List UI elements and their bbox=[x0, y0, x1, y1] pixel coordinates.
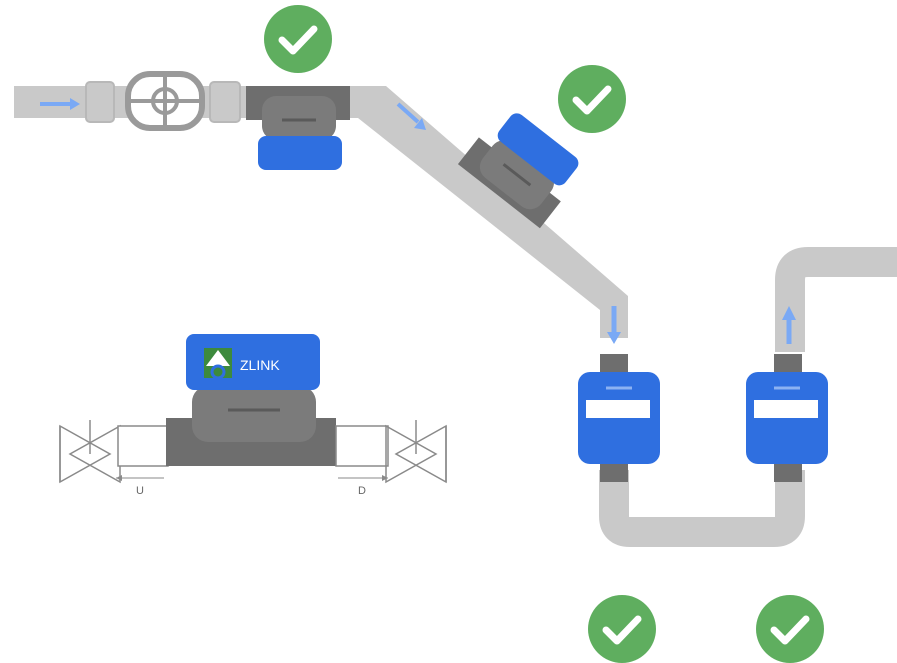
vertical-water-meter-left bbox=[578, 372, 660, 464]
u-bend-pipe bbox=[599, 470, 805, 547]
upstream-label: U bbox=[136, 485, 144, 497]
check-circle-icon bbox=[264, 5, 332, 73]
detail-meter-face bbox=[192, 386, 316, 442]
flow-arrow-icon bbox=[782, 306, 796, 344]
horizontal-water-meter bbox=[246, 86, 350, 170]
diagonal-pipe bbox=[358, 86, 628, 338]
downstream-straight-pipe bbox=[335, 425, 389, 467]
upstream-dimension: U bbox=[116, 475, 164, 497]
check-circle-icon bbox=[588, 595, 656, 663]
installation-detail: ZLINK U D bbox=[59, 334, 447, 497]
coupling-right bbox=[209, 81, 241, 123]
flow-arrow-icon bbox=[396, 102, 426, 130]
u-pipeline bbox=[599, 247, 897, 547]
vertical-water-meter-right bbox=[746, 372, 828, 464]
zlink-logo-icon bbox=[204, 348, 232, 380]
upstream-straight-pipe bbox=[117, 425, 169, 467]
gate-valve-left-icon bbox=[59, 420, 121, 484]
coupling-left bbox=[85, 81, 115, 123]
diagonal-water-meter bbox=[457, 113, 579, 229]
gate-valve-right-icon bbox=[385, 420, 447, 484]
outlet-pipe bbox=[775, 247, 897, 352]
downstream-label: D bbox=[358, 485, 366, 497]
brand-name: ZLINK bbox=[240, 357, 280, 373]
flow-arrow-icon bbox=[607, 306, 621, 344]
check-circle-icon bbox=[558, 65, 626, 133]
valve-handwheel-icon bbox=[125, 71, 205, 131]
check-circle-icon bbox=[756, 595, 824, 663]
downstream-dimension: D bbox=[338, 475, 388, 497]
flow-arrow-icon bbox=[40, 98, 80, 110]
